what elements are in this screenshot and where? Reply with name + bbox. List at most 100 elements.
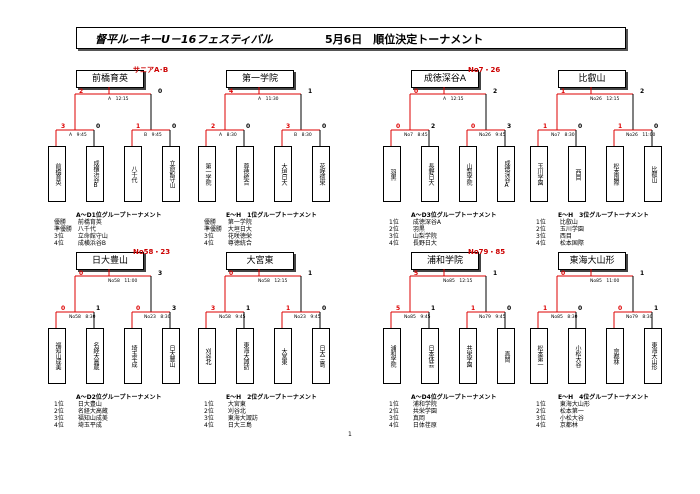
result-rank: 優勝 — [54, 219, 67, 226]
team-box: 日本体芸 — [421, 328, 439, 384]
bracket-winner: 浦和学院 — [411, 252, 479, 270]
bracket-results: E～H 4位グループトーナメント 1位 東海大山形 2位 松本第一 3位 小松大… — [536, 394, 649, 429]
result-team: 花咲徳栄 — [227, 233, 252, 240]
result-rank: 2位 — [389, 226, 399, 233]
final-match-info: A 12:15 — [443, 97, 464, 102]
bracket-winner: 日大豊山 — [76, 252, 144, 270]
result-row: 1位 大宮東 — [204, 401, 317, 408]
result-rank: 3位 — [204, 233, 214, 240]
left-score-b: 1 — [431, 305, 436, 312]
right-score-a: 0 — [471, 123, 476, 130]
result-team: 大宮東 — [227, 401, 246, 408]
right-match-info: No79 8:30 — [626, 315, 653, 320]
left-match-info: No58 8:30 — [69, 315, 96, 320]
result-row: 優勝 第一学院 — [204, 219, 317, 226]
bracket-winner: 成徳深谷A — [411, 70, 479, 88]
final-score-left: 4 — [229, 88, 234, 95]
result-row: 3位 小松大谷 — [536, 415, 649, 422]
left-score-a: 3 — [211, 305, 216, 312]
result-team: 真岡 — [412, 415, 425, 422]
result-rank: 1位 — [536, 219, 546, 226]
bracket-winner: 東海大山形 — [558, 252, 626, 270]
result-rank: 4位 — [536, 240, 546, 247]
result-rank: 1位 — [204, 401, 214, 408]
right-score-b: 1 — [654, 305, 659, 312]
bracket-lines — [537, 269, 653, 328]
right-score-a: 1 — [136, 123, 141, 130]
bracket-tag: No79・85 — [468, 248, 506, 256]
result-row: 3位 花咲徳栄 — [204, 233, 317, 240]
result-rank: 4位 — [536, 422, 546, 429]
result-rank: 2位 — [204, 408, 214, 415]
team-box: 真岡 — [497, 328, 515, 384]
left-match-info: No85 9:45 — [404, 315, 431, 320]
result-rank: 準優勝 — [204, 226, 223, 233]
result-team: 大垣日大 — [227, 226, 252, 233]
result-rank: 準優勝 — [54, 226, 73, 233]
result-rank: 1位 — [536, 401, 546, 408]
right-match-info: No23 9:45 — [294, 315, 321, 320]
result-team: 埼玉平成 — [77, 422, 102, 429]
result-row: 1位 浦和学院 — [389, 401, 496, 408]
bracket-winner: 比叡山 — [558, 70, 626, 88]
bracket-tag: No58・23 — [133, 248, 171, 256]
left-score-b: 1 — [246, 305, 251, 312]
team-box: 前橋育英 — [48, 146, 66, 202]
tournament-title: 5月6日 順位決定トーナメント — [325, 33, 484, 46]
result-team: 比叡山 — [559, 219, 578, 226]
bracket-lines — [390, 87, 506, 146]
team-box: 日大豊山 — [162, 328, 180, 384]
right-match-info: No26 9:45 — [479, 133, 506, 138]
result-team: 京都林 — [559, 422, 578, 429]
result-rank: 4位 — [204, 240, 214, 247]
final-score-left: 0 — [561, 270, 566, 277]
right-score-b: 0 — [507, 305, 512, 312]
result-team: 第一学院 — [227, 219, 252, 226]
result-row: 4位 長野日大 — [389, 240, 496, 247]
result-rank: 3位 — [389, 233, 399, 240]
final-score-right: 1 — [493, 270, 498, 277]
result-rank: 優勝 — [204, 219, 217, 226]
final-score-right: 1 — [308, 270, 313, 277]
final-score-left: 2 — [79, 88, 84, 95]
final-score-left: 0 — [79, 270, 84, 277]
page-header: 督平ルーキーU－16フェスティバル 5月6日 順位決定トーナメント — [76, 27, 626, 49]
team-box: 八千代 — [124, 146, 142, 202]
team-box: 山梨学院 — [459, 146, 477, 202]
results-title: E～H 3位グループトーナメント — [558, 212, 649, 219]
team-box: 共栄学園 — [459, 328, 477, 384]
result-rank: 2位 — [389, 408, 399, 415]
result-team: 名経大高蔵 — [77, 408, 108, 415]
result-row: 4位 松本国際 — [536, 240, 649, 247]
result-row: 準優勝 大垣日大 — [204, 226, 317, 233]
right-score-a: 1 — [618, 123, 623, 130]
left-match-info: A 8:30 — [219, 133, 237, 138]
bracket-results: E～H 3位グループトーナメント 1位 比叡山 2位 玉川学園 3位 西目 4位… — [536, 212, 649, 247]
bracket-tag: サニアA･B — [133, 66, 169, 74]
result-team: 羽黒 — [412, 226, 425, 233]
result-team: 日体荏原 — [412, 422, 437, 429]
final-score-right: 3 — [158, 270, 163, 277]
result-row: 2位 共栄学園 — [389, 408, 496, 415]
results-title: E～H 4位グループトーナメント — [558, 394, 649, 401]
result-team: 小松大谷 — [559, 415, 584, 422]
left-match-info: No85 8:30 — [551, 315, 578, 320]
right-match-info: No23 8:30 — [144, 315, 171, 320]
team-box: 成徳深谷A — [497, 146, 515, 202]
results-title: A～D3位グループトーナメント — [411, 212, 497, 219]
result-team: 玉川学園 — [559, 226, 584, 233]
bracket-results: A～D1位グループトーナメント 優勝 前橋育英 準優勝 八千代 3位 立命館守山… — [54, 212, 161, 247]
bracket-winner: 前橋育英 — [76, 70, 144, 88]
team-box: 花咲徳栄 — [312, 146, 330, 202]
results-title: E～H 1位グループトーナメント — [226, 212, 317, 219]
result-rank: 3位 — [536, 233, 546, 240]
team-box: 羽黒 — [383, 146, 401, 202]
bracket-winner: 第一学院 — [226, 70, 294, 88]
left-score-a: 2 — [211, 123, 216, 130]
result-team: 尊徳統合 — [227, 240, 252, 247]
result-team: 福知山成美 — [77, 415, 108, 422]
final-match-info: A 12:15 — [108, 97, 129, 102]
result-row: 2位 刈谷北 — [204, 408, 317, 415]
